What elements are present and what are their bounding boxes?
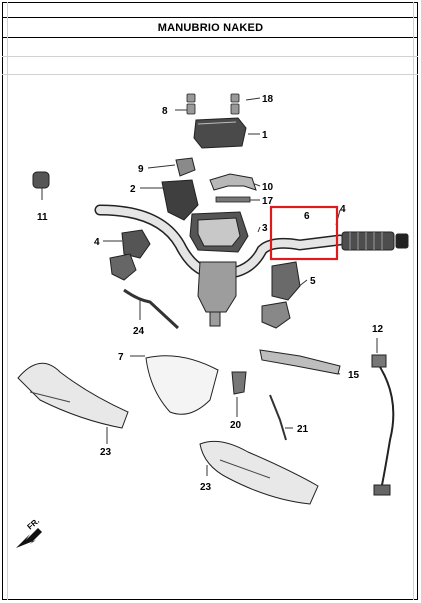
upper-clamp-part-1 xyxy=(193,117,247,149)
callout-23-right: 23 xyxy=(200,482,212,493)
callout-1: 1 xyxy=(262,130,268,141)
grip-part-4-right xyxy=(341,231,409,251)
callout-9: 9 xyxy=(138,164,144,175)
header-top-rule xyxy=(2,17,418,18)
hand-guard-part-23-left xyxy=(17,362,129,429)
bolt-part-18 xyxy=(230,93,240,103)
harness-part-11 xyxy=(371,354,395,496)
cable-part-20 xyxy=(269,394,287,441)
callout-4-left: 4 xyxy=(94,237,100,248)
bracket-part-10 xyxy=(209,173,257,191)
callout-12: 11 xyxy=(37,212,48,223)
cap-part-12 xyxy=(32,171,50,189)
callout-17: 17 xyxy=(262,196,274,207)
callout-6: 6 xyxy=(304,211,310,222)
callout-21: 20 xyxy=(230,420,242,431)
switch-housing-part-4-left xyxy=(109,229,151,281)
hand-guard-part-23-right xyxy=(199,440,319,505)
nut-part-8 xyxy=(186,103,196,115)
callout-4-right: 4 xyxy=(340,204,346,215)
callout-2: 2 xyxy=(130,184,136,195)
callout-18: 18 xyxy=(262,94,274,105)
diagram-title: MANUBRIO NAKED xyxy=(157,22,264,34)
callout-11: 12 xyxy=(372,324,384,335)
holder-part-3 xyxy=(189,211,249,253)
lower-clamp-part-2 xyxy=(161,179,199,221)
windshield-part-7 xyxy=(145,355,219,415)
callout-20: 21 xyxy=(297,424,309,435)
callout-15: 15 xyxy=(348,370,360,381)
nut-part-18 xyxy=(230,103,240,115)
highlight-box-part-6 xyxy=(269,205,339,261)
callout-7: 7 xyxy=(118,352,124,363)
sheet-frame xyxy=(2,2,418,600)
bracket-part-9 xyxy=(175,157,196,177)
front-direction-arrow xyxy=(16,528,42,548)
grid-column-rule xyxy=(413,2,414,600)
header-bottom-rule xyxy=(2,37,418,38)
bolt-part-8 xyxy=(186,93,196,103)
grid-rule xyxy=(2,74,418,75)
center-stem xyxy=(197,261,237,327)
switch-part-21 xyxy=(231,371,247,395)
callout-24: 24 xyxy=(133,326,145,337)
callout-10: 10 xyxy=(262,182,274,193)
brake-lever-part-15 xyxy=(259,349,341,375)
callout-23-left: 23 xyxy=(100,447,112,458)
grid-column-rule xyxy=(7,2,8,600)
bar-part-17 xyxy=(215,196,251,203)
callout-5: 5 xyxy=(310,276,316,287)
brake-master-part-5 xyxy=(261,261,301,329)
callout-8: 8 xyxy=(162,106,168,117)
cable-part-24 xyxy=(123,288,180,330)
callout-3: 3 xyxy=(262,223,268,234)
grid-rule xyxy=(2,56,418,57)
